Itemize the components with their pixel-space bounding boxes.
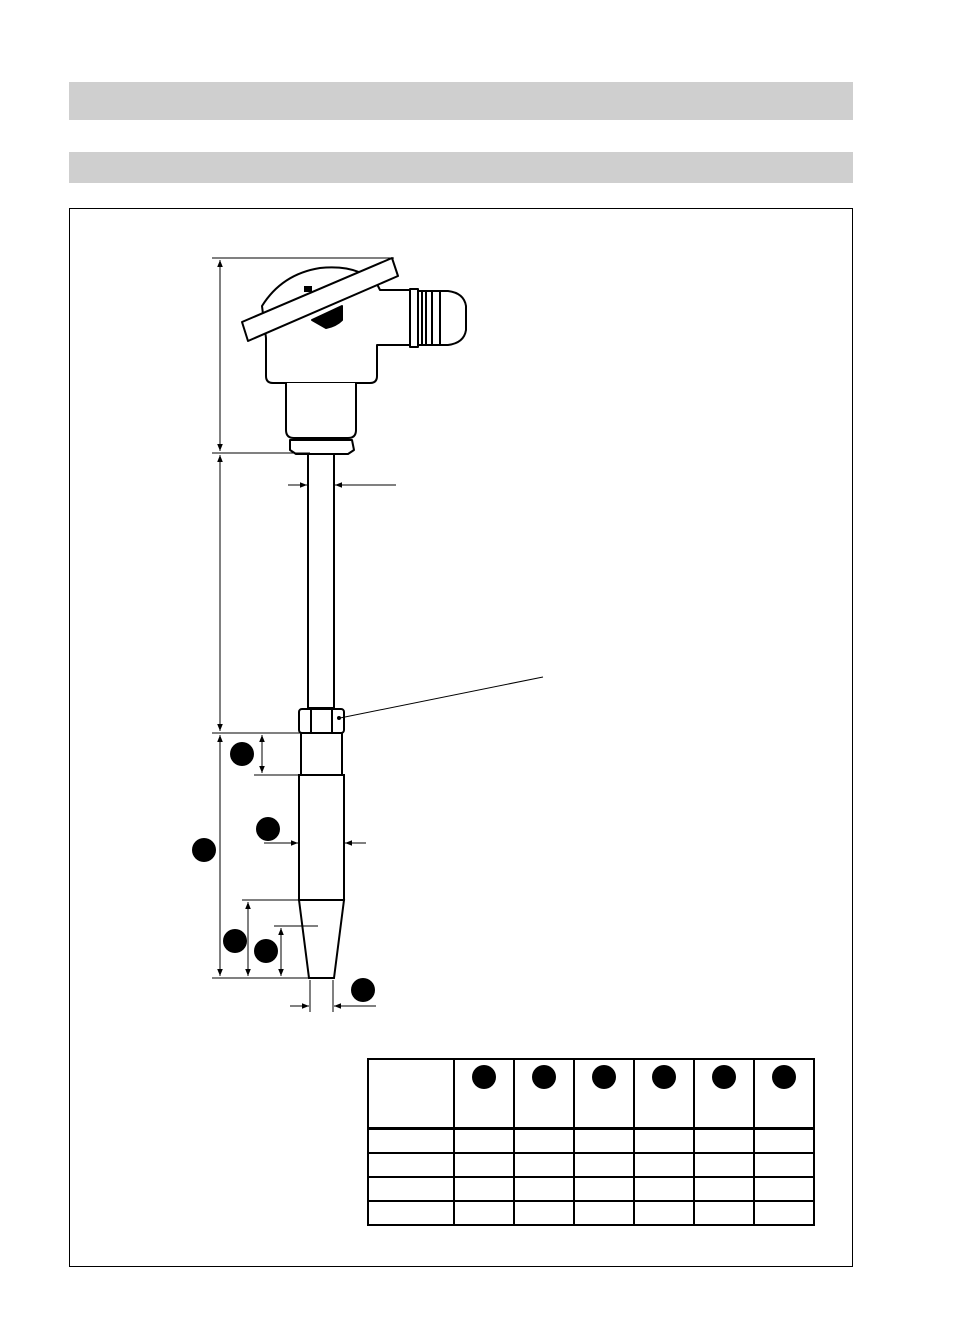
header-marker	[712, 1065, 736, 1089]
table-row	[367, 1152, 815, 1178]
header-marker	[532, 1065, 556, 1089]
table-header-cell	[753, 1058, 815, 1130]
table-row	[367, 1127, 815, 1154]
thermowell	[297, 708, 346, 979]
header-marker	[772, 1065, 796, 1089]
leader-dot	[337, 716, 341, 720]
table-cell	[513, 1200, 575, 1226]
table-cell	[633, 1200, 695, 1226]
figure-border	[69, 208, 853, 1267]
table-cell	[693, 1200, 755, 1226]
table-cell	[753, 1176, 815, 1202]
table-cell	[453, 1127, 515, 1154]
table-cell	[453, 1200, 515, 1226]
table-cell	[573, 1127, 635, 1154]
dimension-lines	[212, 257, 544, 1012]
table-header-cell	[633, 1058, 695, 1130]
table-cell	[753, 1127, 815, 1154]
table-cell	[573, 1152, 635, 1178]
table-header-label	[367, 1058, 455, 1130]
dimension-table	[367, 1058, 815, 1226]
table-cell	[633, 1152, 695, 1178]
table-cell	[693, 1127, 755, 1154]
table-cell	[693, 1152, 755, 1178]
table-cell	[513, 1152, 575, 1178]
table-cell	[573, 1200, 635, 1226]
header-marker	[592, 1065, 616, 1089]
table-cell	[693, 1176, 755, 1202]
callout-thread-length	[230, 742, 254, 766]
table-cell	[513, 1176, 575, 1202]
callout-tip-diameter	[351, 978, 375, 1002]
terminal-head	[241, 257, 467, 455]
header-marker	[472, 1065, 496, 1089]
table-header-row	[367, 1058, 815, 1130]
callout-immersion-length	[192, 838, 216, 862]
table-cell	[367, 1176, 455, 1202]
header-marker	[652, 1065, 676, 1089]
table-cell	[367, 1152, 455, 1178]
table-header-cell	[453, 1058, 515, 1130]
table-cell	[453, 1152, 515, 1178]
table-cell	[367, 1127, 455, 1154]
table-cell	[633, 1127, 695, 1154]
table-cell	[753, 1200, 815, 1226]
callout-taper-length	[223, 929, 247, 953]
callout-tip-taper	[254, 939, 278, 963]
table-cell	[453, 1176, 515, 1202]
table-cell	[573, 1176, 635, 1202]
table-row	[367, 1176, 815, 1202]
table-header-cell	[513, 1058, 575, 1130]
extension-tube	[307, 453, 335, 709]
section-header-bar	[69, 82, 853, 120]
table-row	[367, 1200, 815, 1226]
table-cell	[633, 1176, 695, 1202]
table-cell	[753, 1152, 815, 1178]
callout-body-diameter	[256, 817, 280, 841]
table-cell	[367, 1200, 455, 1226]
table-cell	[513, 1127, 575, 1154]
subsection-header-bar	[69, 152, 853, 183]
table-header-cell	[573, 1058, 635, 1130]
table-header-cell	[693, 1058, 755, 1130]
